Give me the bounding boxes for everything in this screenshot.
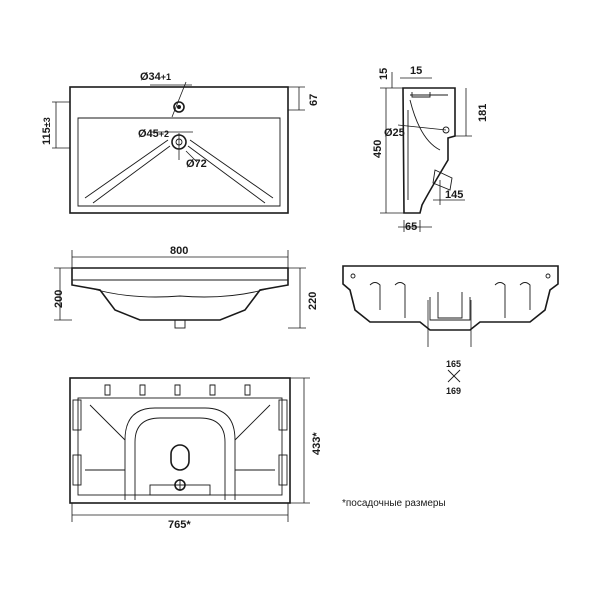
bottom-view-side-right-bottom	[278, 454, 288, 486]
width-label: 800	[170, 245, 188, 257]
depth-left-label: 115±3	[41, 117, 53, 145]
side-view-drain	[432, 169, 453, 191]
right-height-label: 181	[477, 104, 489, 122]
bottom-width-label: 765*	[168, 519, 191, 531]
tap-hole-leader-diag	[171, 81, 187, 118]
back-view-ribs	[369, 282, 531, 318]
height-label: 450	[372, 140, 384, 158]
front-view-bowl	[89, 287, 271, 298]
front-view-outline	[71, 267, 289, 321]
back-view-hole-right	[545, 273, 551, 279]
top-view-outline	[69, 86, 289, 214]
bottom-view-bowl-inner	[134, 417, 226, 500]
bottom-view-struts	[85, 404, 275, 471]
top-view-bowl	[77, 117, 281, 207]
back-view-drain	[429, 292, 471, 321]
depth-right-label: 67	[308, 94, 320, 106]
bottom-view-side-right-top	[278, 399, 288, 431]
bottom-view-bowl	[124, 407, 236, 500]
drain-label: Ø45+2	[138, 128, 169, 140]
top-value-label: 165	[446, 359, 461, 369]
bottom-view-drain	[170, 444, 190, 471]
back-view-outline	[342, 265, 559, 331]
slope-left	[84, 139, 171, 204]
bottom-view-tabs	[104, 384, 251, 396]
lower-offset-label: 145	[445, 189, 463, 201]
bottom-view-side-left-bottom	[72, 454, 82, 486]
bottom-view-slot	[149, 484, 211, 496]
top-view: Ø34+1 Ø45+2 Ø72 115±3 67	[41, 71, 320, 214]
bottom-value-label: 169	[446, 386, 461, 396]
side-view: 15 15 450 Ø25 181 145 65	[372, 65, 489, 233]
bottom-view: 765* 433*	[69, 377, 323, 531]
hole-leader	[397, 124, 447, 131]
bottom-view-outline	[69, 377, 291, 504]
bowl-ring-label: Ø72	[186, 158, 207, 170]
height-left-label: 200	[53, 290, 65, 308]
footnote: *посадочные размеры	[342, 498, 446, 509]
tap-hole	[173, 101, 185, 113]
height-right-label: 220	[307, 292, 319, 310]
top-width-label: 15	[410, 65, 422, 77]
bottom-view-side-left-top	[72, 399, 82, 431]
front-view-drain	[174, 319, 186, 329]
front-view: 800 200 220	[53, 245, 319, 329]
bottom-depth-label: 433*	[311, 432, 323, 455]
tap-hole-center	[177, 105, 181, 109]
hole-label: Ø25	[384, 127, 405, 139]
bottom-width-label: 65	[405, 221, 417, 233]
slope-right	[187, 139, 274, 204]
bowl-ring-leader	[185, 150, 198, 163]
tap-hole-label: Ø34+1	[140, 71, 171, 83]
side-view-inner	[407, 94, 448, 200]
back-view: 165 169	[342, 265, 559, 396]
back-view-hole-left	[350, 273, 356, 279]
cross-line-b	[447, 369, 461, 383]
side-view-rim	[411, 92, 431, 98]
top-offset-label: 15	[378, 68, 390, 80]
